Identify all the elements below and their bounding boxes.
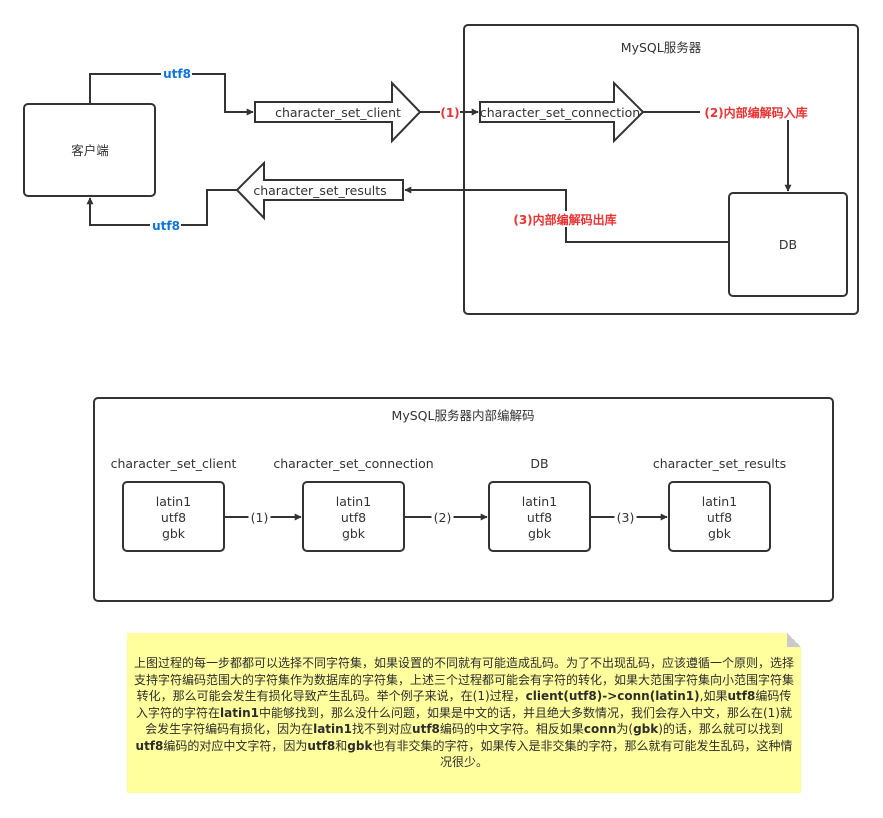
note-bold-term: utf8	[727, 689, 756, 704]
edge-label-step3: (3)内部编解码出库	[513, 212, 616, 227]
charset-item: utf8	[527, 510, 552, 525]
note-text-segment: 找不到对应	[352, 722, 413, 737]
note-bold-term: conn	[583, 722, 617, 737]
note-text-segment: 也有非交集的字符，如果传入是非交集的字符，那么就有可能发生乱码，这种情况很少。	[372, 738, 793, 770]
edge-results-to-client	[86, 189, 237, 226]
edge-label-bg	[510, 211, 620, 227]
edge-label-utf8-out: utf8	[163, 67, 191, 81]
edge-label-bg	[440, 104, 460, 120]
charset-results-label: character_set_results	[253, 183, 386, 198]
edge-client-to-charset-client	[89, 73, 254, 116]
charset-client-label: character_set_client	[275, 105, 401, 120]
edge-label-utf8-in: utf8	[152, 219, 180, 233]
charset-item: gbk	[162, 526, 186, 541]
charset-item: latin1	[336, 494, 371, 509]
charset-item: gbk	[708, 526, 732, 541]
internal-codec-container[interactable]	[93, 397, 834, 602]
note-text-segment: )的话，那么就可以找到	[658, 722, 783, 737]
note-bold-term: client(utf8)->conn(latin1)	[525, 689, 700, 704]
note-folded-corner	[787, 633, 801, 647]
charset-connection-arrow[interactable]	[479, 80, 645, 144]
charset-item: utf8	[161, 510, 186, 525]
charset-item: latin1	[156, 494, 191, 509]
note-text-segment: 编码传入字符的字符在	[136, 689, 792, 720]
edge-label-bg	[161, 66, 192, 81]
charset-item: utf8	[707, 510, 732, 525]
internal-codec-title: MySQL服务器内部编解码	[392, 408, 535, 423]
charset-item: latin1	[522, 494, 557, 509]
db-label: DB	[779, 237, 797, 252]
edge-label-step1: (1)	[440, 106, 459, 120]
note-bold-term: utf8	[307, 738, 336, 753]
charset-connection-label: character_set_connection	[480, 105, 640, 120]
stage-title: character_set_client	[111, 456, 237, 471]
note-bold-term: utf8	[412, 722, 440, 737]
charset-item: utf8	[341, 510, 366, 525]
charset-client-arrow[interactable]	[254, 80, 422, 144]
mysql-server-title: MySQL服务器	[621, 40, 702, 55]
edge-label-bg	[150, 218, 181, 233]
charset-item: gbk	[528, 526, 552, 541]
note-text-segment: 上图过程的每一步都都可以选择不同字符集，如果设置的不同就有可能造成乱码。为了不出…	[133, 655, 794, 704]
note-bold-term: utf8	[135, 738, 164, 753]
note-text-segment: ,如果	[699, 689, 728, 704]
note-bold-term: latin1	[220, 705, 259, 720]
note-text-segment: 为(	[616, 722, 634, 737]
stage-edge-label: (3)	[617, 510, 635, 525]
stage-title: DB	[530, 456, 548, 471]
stage-title: character_set_connection	[273, 456, 433, 471]
edge-label-bg	[700, 104, 812, 120]
charset-item: gbk	[342, 526, 366, 541]
note-bold-term: gbk	[633, 722, 659, 737]
stage-edge-label: (1)	[251, 510, 269, 525]
stage-group: character_set_clientlatin1utf8gbkcharact…	[111, 456, 786, 552]
edge-label-step2: (2)内部编解码入库	[704, 105, 807, 120]
charset-item: latin1	[702, 494, 737, 509]
client-label: 客户端	[71, 143, 109, 158]
note-bold-term: latin1	[313, 722, 353, 737]
charset-results-arrow[interactable]	[235, 160, 404, 221]
stage-box[interactable]	[668, 481, 771, 552]
edge-label-bg	[431, 509, 454, 525]
edge-label-bg	[614, 509, 637, 525]
note-text-segment: 编码的中文字符。相反如果	[439, 722, 584, 737]
db-box[interactable]	[728, 192, 848, 297]
stage-edge-label: (2)	[434, 510, 452, 525]
explanation-note[interactable]: 上图过程的每一步都都可以选择不同字符集，如果设置的不同就有可能造成乱码。为了不出…	[127, 633, 801, 793]
note-text-segment: 和	[335, 738, 348, 753]
stage-title: character_set_results	[653, 456, 786, 471]
note-bold-term: gbk	[347, 738, 373, 753]
note-text-segment: 中能够找到，那么没什么问题，如果是中文的话，并且绝大多数情况，我们会存入中文，那…	[145, 705, 792, 737]
note-text-segment: 编码的对应中文字符，因为	[163, 738, 308, 753]
explanation-note-text: 上图过程的每一步都都可以选择不同字符集，如果设置的不同就有可能造成乱码。为了不出…	[132, 655, 796, 771]
edge-label-bg	[248, 509, 271, 525]
